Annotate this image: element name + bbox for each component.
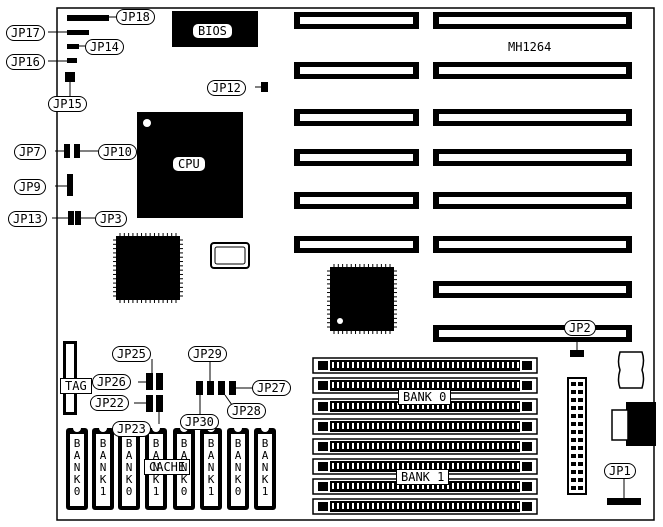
isa-slot-right-2: [433, 109, 632, 126]
cache-label: CACHE: [144, 459, 191, 475]
jp28-label: JP28: [227, 403, 266, 419]
jp9-label: JP9: [14, 179, 46, 195]
cache-chip-0: [66, 428, 88, 510]
jp15-label: JP15: [48, 96, 87, 112]
isa-slot-right-6: [433, 281, 632, 298]
isa-slot-left-1: [294, 62, 419, 79]
bank1-label: BANK 1: [396, 469, 450, 485]
jp10-label: JP10: [98, 144, 137, 160]
cache-chip-1: [92, 428, 114, 510]
jp2-label: JP2: [564, 320, 596, 336]
jp7-label: JP7: [14, 144, 46, 160]
isa-slot-right-0: [433, 12, 632, 29]
jp25-label: JP25: [112, 346, 151, 362]
simm-slot-4: [312, 438, 538, 455]
cache-chip-2: [118, 428, 140, 510]
cache-chip-label: BANK0: [125, 437, 133, 498]
jp29-label: JP29: [188, 346, 227, 362]
chipset-chip-left: [113, 233, 183, 303]
simm-slot-5: [312, 458, 538, 475]
battery: [617, 351, 645, 389]
simm-slot-6: [312, 478, 538, 495]
jp27-label: JP27: [252, 380, 291, 396]
simm-slot-2: [312, 398, 538, 415]
cache-chip-6: [227, 428, 249, 510]
jp13-label: JP13: [8, 211, 47, 227]
cache-chip-label: BANK1: [152, 437, 160, 498]
cache-chip-label: BANK0: [234, 437, 242, 498]
isa-slot-left-3: [294, 149, 419, 166]
isa-slot-right-4: [433, 192, 632, 209]
isa-slot-right-7: [433, 325, 632, 342]
jp14-label: JP14: [85, 39, 124, 55]
chipset-chip-right: [327, 264, 397, 334]
tag-label: TAG: [60, 378, 92, 394]
isa-slot-left-2: [294, 109, 419, 126]
simm-slots: [312, 357, 538, 515]
bios-label: BIOS: [192, 23, 233, 39]
jp22-label: JP22: [90, 395, 129, 411]
isa-slots: [294, 12, 632, 342]
vertical-connector: [567, 377, 587, 495]
cache-chips: [66, 428, 276, 510]
jp30-label: JP30: [180, 414, 219, 430]
jumper-blocks: [64, 15, 641, 505]
leader-lines: [48, 16, 625, 498]
cache-chip-5: [200, 428, 222, 510]
jp3-label: JP3: [95, 211, 127, 227]
jp1-label: JP1: [604, 463, 636, 479]
cache-chip-label: BANK0: [180, 437, 188, 498]
simm-slot-0: [312, 357, 538, 374]
jp17-label: JP17: [6, 25, 45, 41]
isa-slot-left-4: [294, 192, 419, 209]
cache-chip-label: BANK1: [207, 437, 215, 498]
cpu-label: CPU: [172, 156, 206, 172]
isa-slot-left-0: [294, 12, 419, 29]
simm-slot-1: [312, 377, 538, 394]
jp16-label: JP16: [6, 54, 45, 70]
simm-slot-7: [312, 498, 538, 515]
jp12-label: JP12: [207, 80, 246, 96]
jp23-label: JP23: [112, 421, 151, 437]
simm-slot-3: [312, 418, 538, 435]
isa-slot-right-5: [433, 236, 632, 253]
board-model-label: MH1264: [508, 40, 552, 54]
oscillator: [210, 242, 250, 269]
isa-slot-right-3: [433, 149, 632, 166]
cache-chip-7: [254, 428, 276, 510]
cache-chip-label: BANK1: [99, 437, 107, 498]
jp26-label: JP26: [92, 374, 131, 390]
bank0-label: BANK 0: [398, 389, 452, 405]
cache-chip-label: BANK1: [261, 437, 269, 498]
isa-slot-right-1: [433, 62, 632, 79]
isa-slot-left-5: [294, 236, 419, 253]
keyboard-connector: [611, 402, 656, 446]
jp18-label: JP18: [116, 9, 155, 25]
cache-chip-label: BANK0: [73, 437, 81, 498]
